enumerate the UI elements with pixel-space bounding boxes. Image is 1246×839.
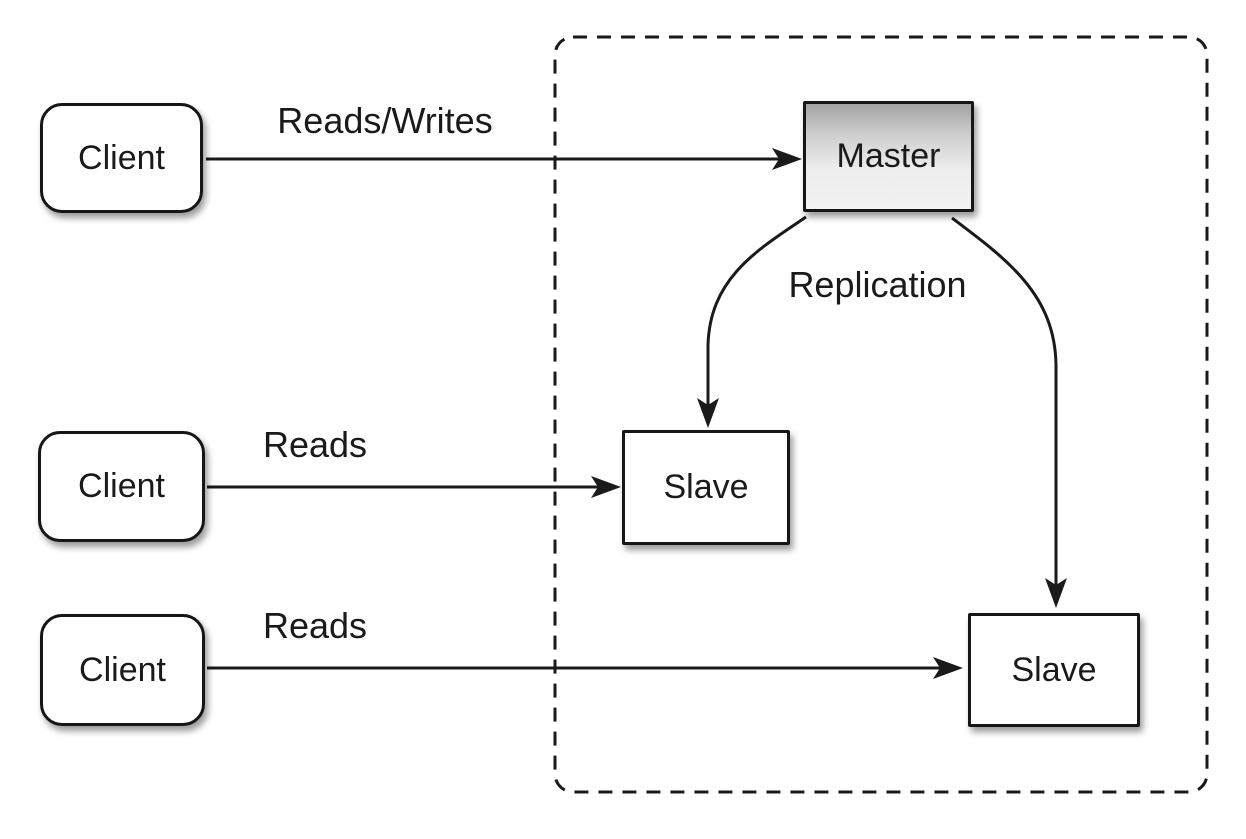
node-client-1-label: Client: [78, 138, 165, 177]
arrowhead-client1-master: [772, 148, 802, 170]
node-master-label: Master: [836, 137, 941, 175]
node-client-3-label: Client: [79, 650, 166, 689]
arrowhead-client3-slave2: [933, 657, 963, 679]
node-slave-1-label: Slave: [663, 468, 749, 506]
edge-master-slave2: [951, 216, 1058, 586]
node-client-2: Client: [38, 431, 205, 542]
arrowhead-master-slave1: [697, 398, 719, 428]
node-master: Master: [803, 101, 974, 212]
node-slave-1: Slave: [622, 430, 790, 545]
edge-master-slave1: [706, 215, 807, 406]
node-client-2-label: Client: [78, 467, 165, 505]
arrowhead-client2-slave1: [591, 476, 621, 498]
edge-label-replication: Replication: [788, 264, 967, 305]
edge-label-reads-writes: Reads/Writes: [277, 100, 493, 141]
arrowhead-master-slave2: [1045, 578, 1067, 608]
edge-label-reads-bottom: Reads: [262, 605, 368, 646]
edge-label-reads-middle: Reads: [262, 424, 368, 465]
node-client-3: Client: [40, 614, 205, 726]
node-slave-2: Slave: [968, 613, 1140, 727]
node-slave-2-label: Slave: [1011, 650, 1097, 689]
node-client-1: Client: [40, 103, 203, 213]
